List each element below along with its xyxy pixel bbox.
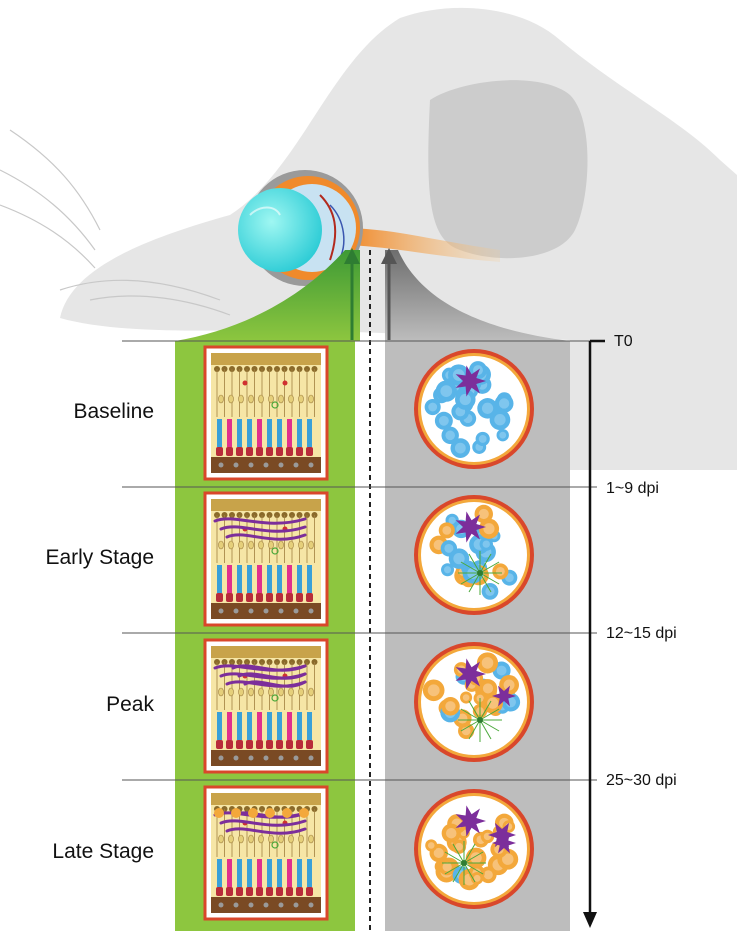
retina-panel-peak bbox=[203, 638, 329, 774]
time-label-25-30: 25~30 dpi bbox=[606, 772, 677, 789]
timeline-axis bbox=[583, 339, 605, 928]
retina-panel-late bbox=[203, 785, 329, 921]
nerve-section-early bbox=[414, 495, 534, 615]
stage-label-early: Early Stage bbox=[45, 546, 154, 569]
nerve-section-late bbox=[414, 789, 534, 909]
eyeball bbox=[238, 170, 363, 286]
retina-panel-baseline bbox=[203, 345, 329, 481]
time-label-1-9: 1~9 dpi bbox=[606, 480, 659, 497]
time-label-t0: T0 bbox=[614, 333, 633, 350]
stage-label-late: Late Stage bbox=[52, 840, 154, 863]
nerve-arrow bbox=[381, 248, 397, 340]
stage-separators bbox=[122, 340, 597, 781]
nerve-section-peak bbox=[414, 642, 534, 762]
optic-nerve bbox=[350, 228, 500, 262]
retina-arrow bbox=[344, 248, 360, 340]
brain-region bbox=[428, 80, 588, 259]
time-label-12-15: 12~15 dpi bbox=[606, 625, 677, 642]
stage-label-baseline: Baseline bbox=[73, 400, 154, 423]
retina-panel-early bbox=[203, 491, 329, 627]
optic-nerve-funnel bbox=[385, 250, 570, 341]
stage-label-peak: Peak bbox=[106, 693, 154, 716]
whiskers bbox=[0, 129, 231, 316]
retina-funnel bbox=[175, 250, 360, 341]
nerve-section-baseline bbox=[414, 349, 534, 469]
